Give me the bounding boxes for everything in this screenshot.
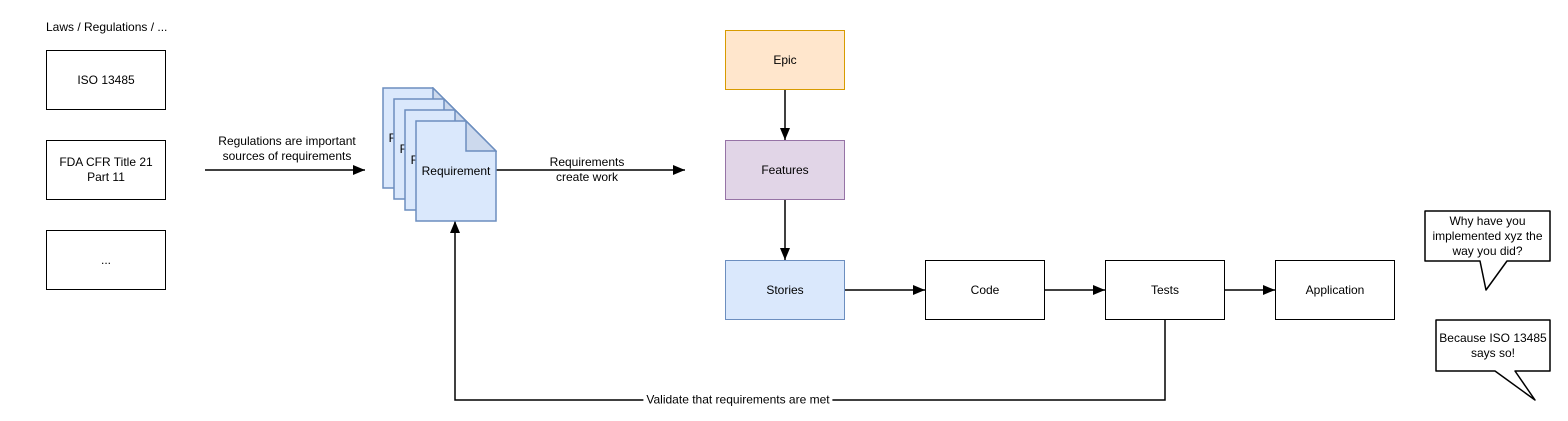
regulation-box-ellipsis: ... [46,230,166,290]
question-callout-text: Why have you implemented xyz the way you… [1432,213,1543,258]
question-speech-bubble [1424,210,1551,291]
answer-speech-bubble [1435,319,1551,401]
diagram-title: Laws / Regulations / ... [46,20,168,34]
application-box: Application [1275,260,1395,320]
regulation-box-iso-13485: ISO 13485 [46,50,166,110]
code-box: Code [925,260,1045,320]
epic-box: Epic [725,30,845,90]
edge-label-regulations-sources: Regulations are important sources of req… [218,134,356,163]
edge-label-requirements-create-work: Requirements create work [549,155,625,184]
tests-box: Tests [1105,260,1225,320]
edge-label-validate: Validate that requirements are met [643,392,833,408]
answer-callout-text: Because ISO 13485 says so! [1439,330,1547,360]
stories-box: Stories [725,260,845,320]
document-icon [415,120,497,222]
regulation-box-fda-cfr: FDA CFR Title 21 Part 11 [46,140,166,200]
features-box: Features [725,140,845,200]
requirement-document-front: Requirement [415,120,497,222]
